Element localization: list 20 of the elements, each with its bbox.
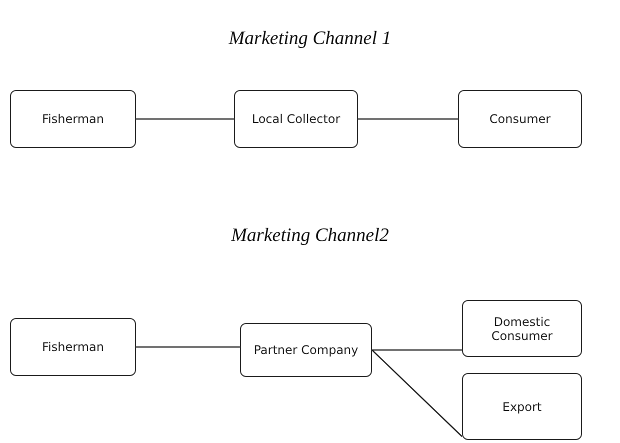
connector-line xyxy=(372,349,462,351)
connector-line xyxy=(358,118,458,120)
process-box xyxy=(10,90,136,148)
process-box xyxy=(462,300,582,357)
process-box xyxy=(10,318,136,376)
connector-line xyxy=(136,118,234,120)
process-box xyxy=(240,323,372,377)
connector-line xyxy=(136,346,240,348)
process-box xyxy=(234,90,358,148)
process-box xyxy=(458,90,582,148)
node-label: Domestic Consumer xyxy=(490,314,554,342)
node-label: Partner Company xyxy=(254,343,358,357)
node-label: Fisherman xyxy=(42,340,104,354)
node-label: Local Collector xyxy=(252,112,340,126)
section-title: Marketing Channel2 xyxy=(231,225,389,247)
node-label: Consumer xyxy=(489,112,551,126)
node-label: Fisherman xyxy=(42,112,104,126)
process-box xyxy=(462,373,582,440)
section-title: Marketing Channel 1 xyxy=(228,28,392,50)
node-label: Export xyxy=(502,400,542,414)
